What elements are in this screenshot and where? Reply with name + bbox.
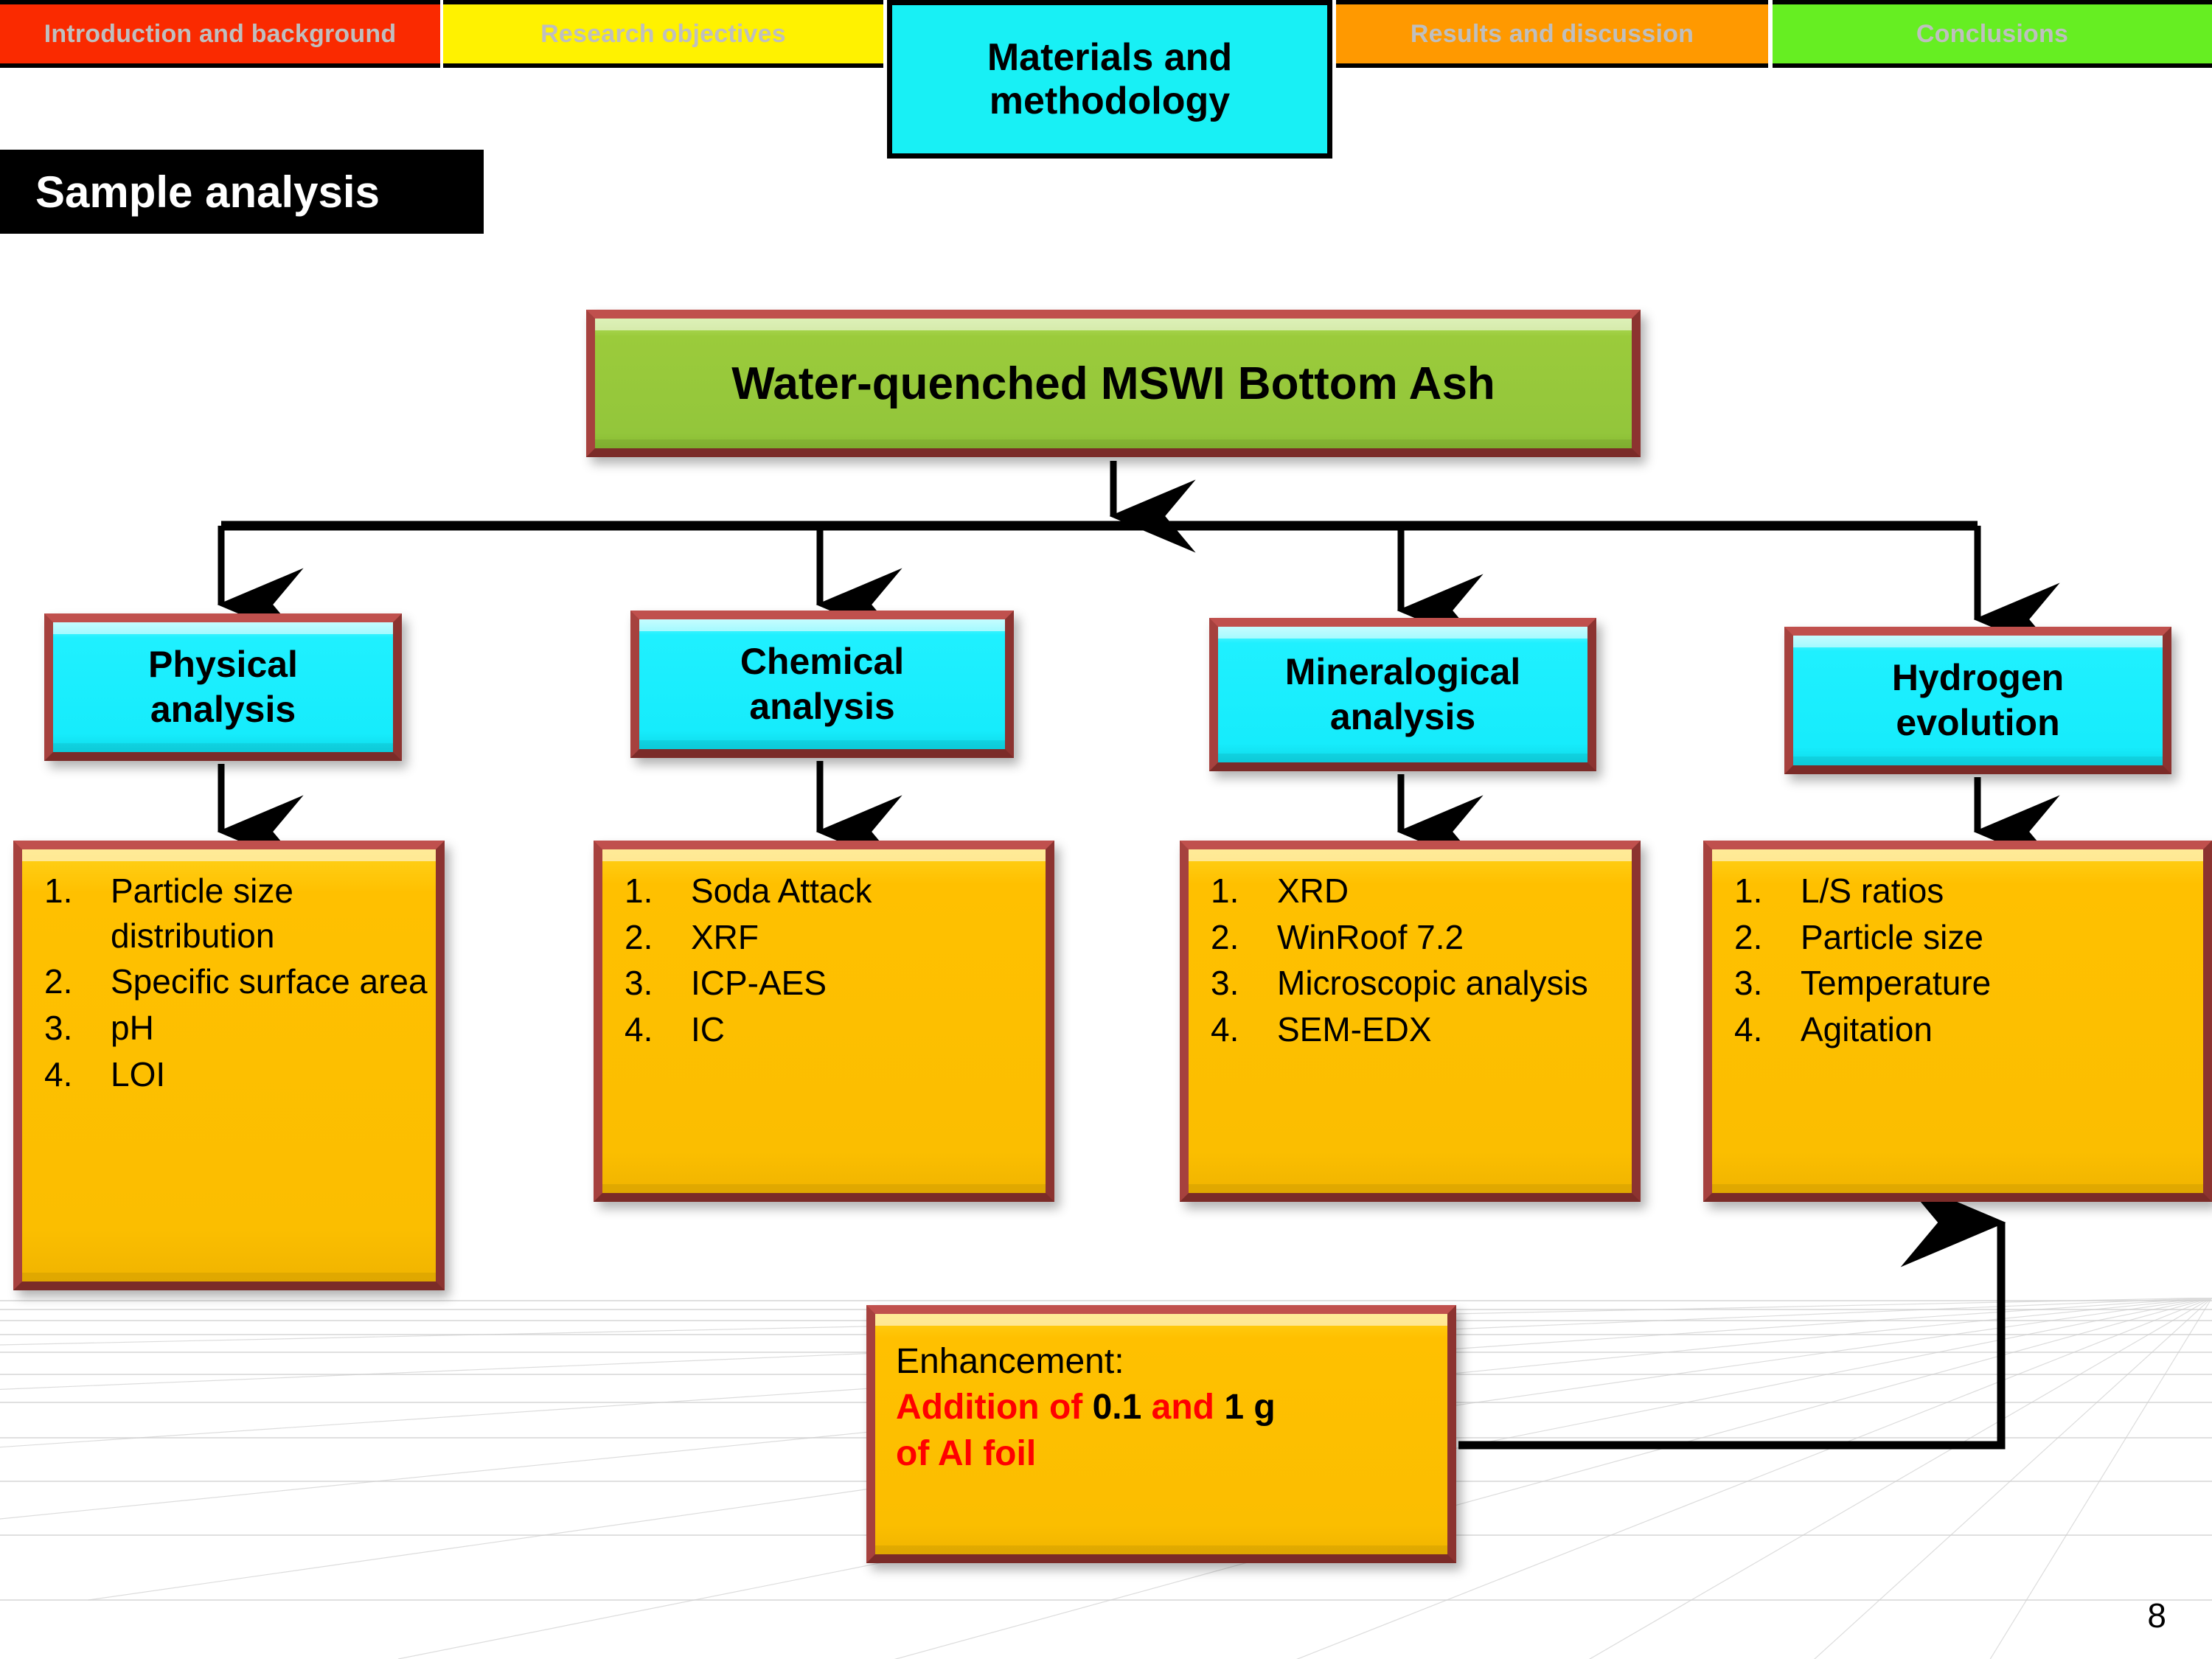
enhancement-heading: Enhancement: bbox=[896, 1342, 1124, 1381]
method-list: Particle size distribution Specific surf… bbox=[38, 869, 428, 1099]
node-label-line1: Mineralogical bbox=[1284, 651, 1521, 692]
flow-node-hydrogen-parameters-list[interactable]: L/S ratios Particle size Temperature Agi… bbox=[1703, 841, 2212, 1202]
node-body: Mineralogical analysis bbox=[1218, 627, 1587, 762]
node-body: Physical analysis bbox=[53, 622, 393, 752]
method-list: L/S ratios Particle size Temperature Agi… bbox=[1728, 869, 2196, 1054]
node-body: Soda Attack XRF ICP-AES IC bbox=[602, 849, 1046, 1193]
node-label-line2: evolution bbox=[1896, 702, 2060, 743]
method-list: XRD WinRoof 7.2 Microscopic analysis SEM… bbox=[1205, 869, 1624, 1054]
list-item: ICP-AES bbox=[625, 961, 827, 1005]
list-item: Soda Attack bbox=[625, 869, 872, 913]
node-body: Particle size distribution Specific surf… bbox=[22, 849, 436, 1281]
flow-node-physical-methods-list[interactable]: Particle size distribution Specific surf… bbox=[13, 841, 445, 1290]
enhancement-text-a: Addition of bbox=[896, 1388, 1093, 1427]
enhancement-value-low: 0.1 bbox=[1092, 1388, 1142, 1427]
list-item: Particle size distribution bbox=[44, 869, 293, 955]
flow-node-root-water-quenched-ash[interactable]: Water-quenched MSWI Bottom Ash bbox=[586, 310, 1641, 457]
tab-introduction-and-background[interactable]: Introduction and background bbox=[0, 0, 440, 68]
tab-label: Introduction and background bbox=[44, 19, 397, 48]
list-item: Agitation bbox=[1734, 1007, 1933, 1051]
node-label-line1: Chemical bbox=[740, 641, 905, 682]
list-item: SEM-EDX bbox=[1211, 1007, 1432, 1051]
enhancement-detail-line: Addition of 0.1 and 1 g bbox=[896, 1385, 1276, 1430]
node-body: Chemical analysis bbox=[639, 619, 1005, 749]
tab-research-objectives[interactable]: Research objectives bbox=[443, 0, 883, 68]
node-body: Water-quenched MSWI Bottom Ash bbox=[595, 319, 1632, 448]
flow-node-enhancement[interactable]: Enhancement: Addition of 0.1 and 1 g of … bbox=[866, 1305, 1456, 1563]
node-body: Hydrogen evolution bbox=[1793, 636, 2163, 765]
node-label-line2: analysis bbox=[749, 686, 895, 727]
tab-conclusions[interactable]: Conclusions bbox=[1773, 0, 2212, 68]
list-item: L/S ratios bbox=[1734, 869, 1944, 913]
node-label-line2: analysis bbox=[150, 689, 296, 730]
list-item: Particle size bbox=[1734, 915, 1983, 959]
enhancement-value-high: 1 g bbox=[1224, 1388, 1276, 1427]
list-item: XRF bbox=[625, 915, 759, 959]
list-item: Microscopic analysis bbox=[1211, 961, 1588, 1005]
navigation-tab-bar: Introduction and background Research obj… bbox=[0, 0, 2212, 71]
enhancement-text-b: and bbox=[1141, 1388, 1225, 1427]
list-item: pH bbox=[44, 1006, 154, 1050]
tab-label-line1: Materials and bbox=[987, 36, 1233, 80]
flow-node-chemical-methods-list[interactable]: Soda Attack XRF ICP-AES IC bbox=[594, 841, 1054, 1202]
node-label-line2: analysis bbox=[1329, 696, 1476, 737]
node-label: Water-quenched MSWI Bottom Ash bbox=[731, 358, 1495, 409]
tab-label: Research objectives bbox=[540, 19, 786, 48]
tab-results-and-discussion[interactable]: Results and discussion bbox=[1336, 0, 1768, 68]
tab-materials-and-methodology-active[interactable]: Materials and methodology bbox=[887, 0, 1332, 159]
flow-node-hydrogen-evolution[interactable]: Hydrogen evolution bbox=[1784, 627, 2171, 774]
flow-node-physical-analysis[interactable]: Physical analysis bbox=[44, 613, 402, 761]
page-title: Sample analysis bbox=[35, 167, 380, 217]
list-item: XRD bbox=[1211, 869, 1349, 913]
flow-node-mineralogical-analysis[interactable]: Mineralogical analysis bbox=[1209, 618, 1596, 771]
list-item: LOI bbox=[44, 1052, 166, 1096]
flow-node-mineralogical-methods-list[interactable]: XRD WinRoof 7.2 Microscopic analysis SEM… bbox=[1180, 841, 1641, 1202]
node-label-line1: Physical bbox=[148, 644, 298, 685]
node-body: Enhancement: Addition of 0.1 and 1 g of … bbox=[875, 1314, 1447, 1554]
list-item: WinRoof 7.2 bbox=[1211, 915, 1464, 959]
node-label-line1: Hydrogen bbox=[1891, 657, 2065, 698]
connector-enhancement-to-hydrogen-list bbox=[1458, 1178, 2006, 1450]
enhancement-material: of Al foil bbox=[896, 1433, 1037, 1473]
page-number: 8 bbox=[2147, 1596, 2166, 1635]
flow-node-chemical-analysis[interactable]: Chemical analysis bbox=[630, 611, 1014, 758]
node-body: L/S ratios Particle size Temperature Agi… bbox=[1712, 849, 2203, 1193]
list-item: Temperature bbox=[1734, 961, 1992, 1005]
section-title-banner: Sample analysis bbox=[0, 150, 484, 234]
method-list: Soda Attack XRF ICP-AES IC bbox=[619, 869, 1038, 1054]
tab-label: Results and discussion bbox=[1410, 19, 1694, 48]
list-item: IC bbox=[625, 1007, 725, 1051]
tab-label-line2: methodology bbox=[989, 79, 1231, 122]
node-body: XRD WinRoof 7.2 Microscopic analysis SEM… bbox=[1189, 849, 1632, 1193]
tab-label: Conclusions bbox=[1916, 19, 2069, 48]
list-item: Specific surface area bbox=[44, 959, 428, 1004]
